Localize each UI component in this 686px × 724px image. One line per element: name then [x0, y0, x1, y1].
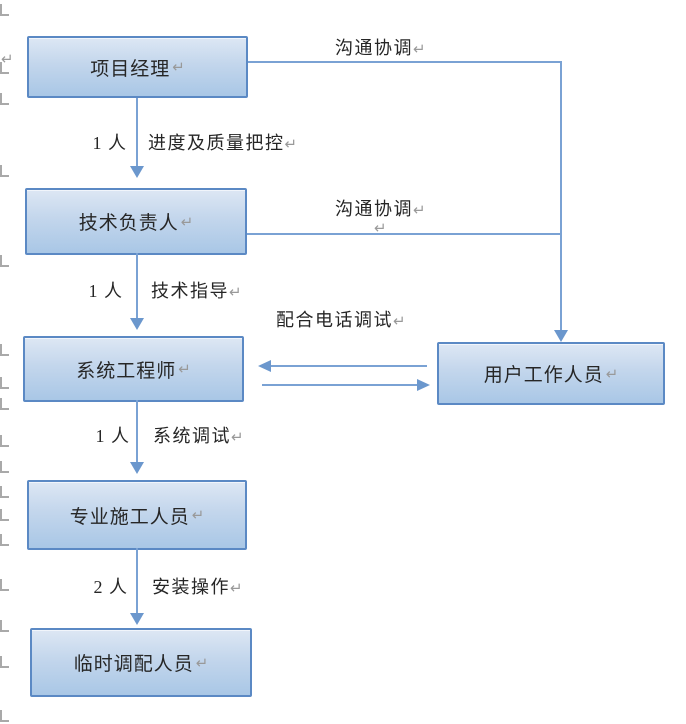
line-pm-to-user	[248, 61, 562, 63]
return-mark: ↵	[231, 428, 244, 446]
margin-paragraph-mark	[0, 461, 9, 473]
step-count: 2 人	[93, 577, 128, 597]
return-mark: ↵	[413, 40, 426, 58]
label-comm-top: 沟通协调↵	[335, 38, 426, 58]
line-engineer-to-user	[262, 384, 417, 386]
node-temp-staff[interactable]: 临时调配人员↵	[30, 628, 252, 697]
node-project-manager[interactable]: 项目经理↵	[27, 36, 248, 98]
return-mark: ↵	[172, 58, 185, 76]
arrow-line-lead-to-engineer	[136, 253, 138, 318]
return-mark: ↵	[230, 579, 243, 597]
return-mark: ↵	[178, 360, 191, 378]
node-label: 用户工作人员	[483, 365, 604, 386]
node-user-staff[interactable]: 用户工作人员↵	[437, 342, 665, 405]
line-lead-to-user	[247, 233, 562, 235]
step-count: 1 人	[95, 426, 130, 446]
margin-paragraph-mark	[0, 398, 9, 410]
margin-paragraph-mark	[0, 93, 9, 105]
line-user-to-engineer	[271, 365, 427, 367]
node-label: 临时调配人员	[73, 654, 194, 675]
margin-paragraph-mark	[0, 165, 9, 177]
margin-paragraph-mark	[0, 579, 9, 591]
return-mark: ↵	[195, 653, 209, 672]
return-mark: ↵	[393, 312, 406, 330]
step-task: 安装操作↵	[152, 577, 243, 597]
step-count: 1 人	[92, 133, 127, 153]
margin-paragraph-mark	[0, 534, 9, 546]
node-system-engineer[interactable]: 系统工程师↵	[23, 336, 244, 402]
margin-paragraph-mark	[0, 377, 9, 389]
margin-paragraph-mark	[0, 4, 9, 16]
label-phone-debug: 配合电话调试↵	[276, 310, 406, 330]
margin-paragraph-mark	[0, 62, 9, 74]
node-label: 项目经理	[90, 58, 171, 80]
stray-return-mark: ↵	[374, 219, 387, 237]
step-task: 进度及质量把控↵	[148, 133, 298, 153]
margin-paragraph-mark	[0, 344, 9, 356]
arrowhead-down-icon	[554, 330, 568, 342]
node-tech-lead[interactable]: 技术负责人↵	[25, 188, 247, 255]
return-mark: ↵	[413, 201, 426, 219]
return-mark: ↵	[605, 364, 619, 383]
arrowhead-down-icon	[130, 462, 144, 474]
label-comm-mid: 沟通协调↵	[335, 199, 426, 219]
arrowhead-down-icon	[130, 166, 144, 178]
return-mark: ↵	[284, 135, 298, 153]
margin-paragraph-mark	[0, 255, 9, 267]
return-mark: ↵	[191, 506, 205, 524]
node-label: 系统工程师	[76, 360, 177, 382]
node-label: 专业施工人员	[69, 506, 190, 528]
arrowhead-right-icon	[417, 379, 430, 391]
arrow-line-construction-to-temp	[136, 548, 138, 613]
node-label: 技术负责人	[78, 213, 179, 234]
margin-paragraph-mark	[0, 486, 9, 498]
margin-return-mark: ↵	[1, 50, 14, 68]
step-count: 1 人	[88, 281, 123, 301]
margin-paragraph-mark	[0, 656, 9, 668]
step-task: 技术指导↵	[151, 281, 242, 301]
node-construction-staff[interactable]: 专业施工人员↵	[27, 480, 247, 550]
margin-paragraph-mark	[0, 620, 9, 632]
arrowhead-down-icon	[130, 613, 144, 625]
return-mark: ↵	[180, 212, 194, 231]
step-task: 系统调试↵	[153, 426, 244, 446]
line-down-to-user	[560, 61, 562, 330]
margin-paragraph-mark	[0, 509, 9, 521]
arrowhead-left-icon	[258, 360, 271, 372]
return-mark: ↵	[229, 283, 242, 301]
arrowhead-down-icon	[130, 318, 144, 330]
margin-paragraph-mark	[0, 435, 9, 447]
arrow-line-pm-to-lead	[136, 98, 138, 166]
arrow-line-engineer-to-construction	[136, 400, 138, 462]
margin-paragraph-mark	[0, 710, 9, 722]
